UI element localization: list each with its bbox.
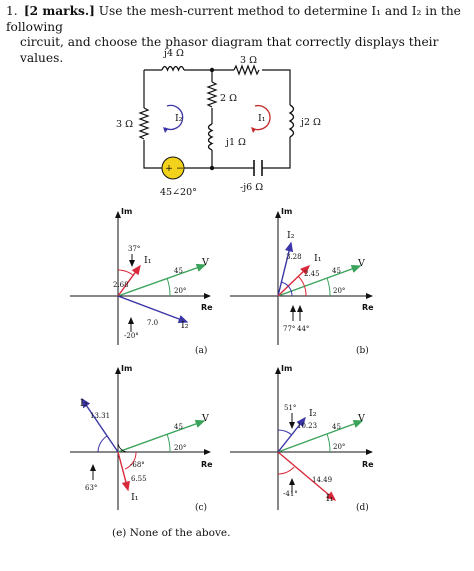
question-line1: Use the mesh-current method to determine…	[6, 4, 461, 34]
label-i2-c: I₂	[80, 398, 88, 409]
axis-im-d: Im	[281, 364, 292, 373]
angle-i1-b: 44°	[297, 325, 309, 333]
phasor-v-a	[117, 263, 207, 297]
panel-c[interactable]: Im Re I₂ 13.31 45 V 20° -68° 6.55 I₁ 63°…	[70, 364, 213, 513]
mag-v-c: 45	[174, 423, 183, 431]
label-i1-c: I₁	[131, 492, 139, 503]
label-i2-b: I₂	[287, 230, 295, 241]
mag-i2-c: 13.31	[90, 412, 110, 420]
angle-i2-d: 51°	[284, 404, 296, 412]
panel-label-d: (d)	[356, 502, 369, 513]
angle-i2-c: 63°	[85, 484, 97, 492]
label-i1-d: I₁	[326, 493, 334, 504]
phasor-v-c	[117, 419, 206, 453]
axis-im-c: Im	[121, 364, 132, 373]
panel-d[interactable]: Im Re 51° I₂ 10.23 45 V 20° 14.49 I₁ -41…	[230, 364, 374, 513]
mag-v-a: 45	[174, 267, 183, 275]
mag-i1-b: 2.45	[304, 270, 320, 278]
label-v-c: V	[201, 413, 209, 424]
label-i1-a: I₁	[144, 255, 152, 266]
mag-v-b: 45	[332, 267, 341, 275]
phasor-i1-b	[277, 265, 311, 297]
question-number: 1.	[6, 4, 18, 18]
phasor-i2-b	[277, 241, 294, 297]
axis-im-a: Im	[121, 207, 132, 216]
label-i2-d: I₂	[309, 408, 317, 419]
question-marks: [2 marks.]	[23, 4, 95, 18]
mag-i1-c: 6.55	[131, 475, 147, 483]
axis-im-b: Im	[281, 207, 292, 216]
label-i1-b: I₁	[314, 253, 322, 264]
axis-re-d: Re	[362, 460, 374, 469]
panel-a[interactable]: Im Re 37° I₁ 2.68 45 V 20° 7.0 I₂ -20° (…	[70, 207, 213, 356]
mag-v-d: 45	[332, 423, 341, 431]
phasor-i2-c	[81, 397, 119, 453]
phasor-v-d	[277, 419, 364, 453]
angle-i2-b: 77°	[283, 325, 295, 333]
angle-v-b: 20°	[333, 287, 345, 295]
mag-i1-a: 2.68	[113, 281, 129, 289]
panel-b[interactable]: Im Re I₂ 3.28 I₁ 2.45 45 V 20° 77° 44° (…	[230, 207, 374, 356]
question-text: 1. [2 marks.] Use the mesh-current metho…	[6, 4, 468, 66]
axis-re-b: Re	[362, 303, 374, 312]
panel-label-c: (c)	[195, 502, 207, 513]
label-v-a: V	[201, 257, 209, 268]
angle-i2-a: -20°	[124, 332, 139, 340]
angle-i1-c: -68°	[130, 461, 145, 469]
label-v-b: V	[357, 258, 365, 269]
mag-i1-d: 14.49	[312, 476, 332, 484]
mag-i2-b: 3.28	[286, 253, 302, 261]
phasor-i2-a	[117, 295, 189, 323]
label-i2-a: I₂	[181, 320, 189, 331]
axis-re-a: Re	[201, 303, 213, 312]
angle-i1-a: 37°	[128, 245, 140, 253]
question-line2: circuit, and choose the phasor diagram t…	[20, 35, 439, 65]
angle-i1-d: -41°	[283, 490, 298, 498]
axis-re-c: Re	[201, 460, 213, 469]
angle-v-a: 20°	[174, 287, 186, 295]
phasor-i1-c	[117, 451, 130, 492]
mag-i2-d: 10.23	[297, 422, 317, 430]
panel-label-a: (a)	[195, 345, 207, 356]
phasor-i1-a	[117, 264, 141, 297]
label-v-d: V	[357, 413, 365, 424]
angle-v-c: 20°	[174, 444, 186, 452]
mag-i2-a: 7.0	[147, 319, 158, 327]
phasor-i1-d	[277, 451, 337, 501]
angle-v-d: 20°	[333, 443, 345, 451]
option-e[interactable]: (e) None of the above.	[112, 527, 231, 539]
panel-label-b: (b)	[356, 345, 369, 356]
